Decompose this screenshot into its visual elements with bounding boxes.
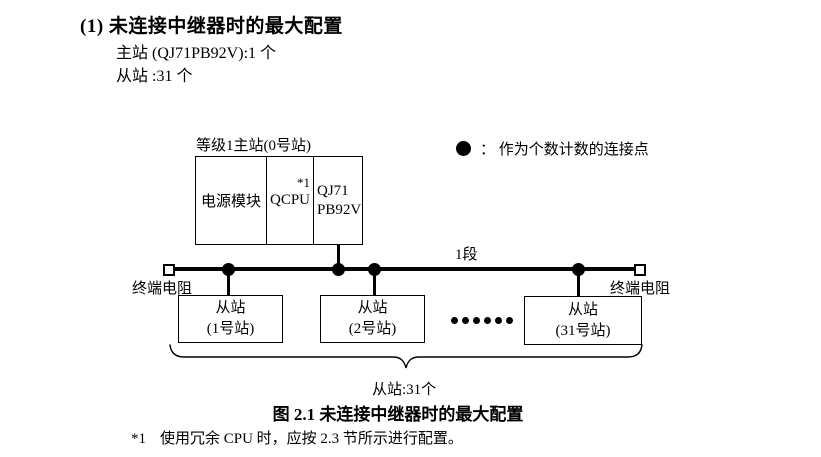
legend: ： 作为个数计数的连接点 [456, 138, 649, 159]
slave-station-number: (31号站) [555, 322, 611, 339]
drop-line-slave1 [227, 270, 230, 295]
terminating-resistor-label-left: 终端电阻 [132, 281, 193, 297]
terminating-resistor-label-right: 终端电阻 [610, 281, 671, 297]
footnote-marker: *1 [131, 431, 146, 447]
cpu-cell: *1 QCPU [267, 157, 314, 244]
connection-dot [572, 263, 585, 276]
footnote-text: 使用冗余 CPU 时，应按 2.3 节所示进行配置。 [160, 431, 463, 447]
brace-label: 从站:31个 [372, 382, 437, 398]
segment-label: 1段 [455, 247, 478, 263]
ellipsis-dots [451, 317, 513, 324]
section-heading: (1) 未连接中继器时的最大配置 [80, 16, 343, 37]
figure-caption: 图 2.1 未连接中继器时的最大配置 [272, 405, 524, 424]
slave-label: 从站 [215, 300, 246, 316]
slave-label: 从站 [357, 300, 388, 316]
legend-text: ： 作为个数计数的连接点 [480, 142, 649, 158]
power-module-cell: 电源模块 [196, 157, 267, 244]
master-station-box: 电源模块 *1 QCPU QJ71 PB92V [195, 156, 363, 245]
drop-line-slave31 [577, 270, 580, 297]
slave-count-line: 从站 :31 个 [116, 68, 193, 85]
footnote: *1 使用冗余 CPU 时，应按 2.3 节所示进行配置。 [131, 427, 463, 448]
module-name-line1: QJ71 [317, 182, 349, 199]
master-count-line: 主站 (QJ71PB92V):1 个 [116, 45, 277, 62]
cpu-label: QCPU [269, 192, 310, 208]
slave-label: 从站 [567, 301, 598, 318]
terminating-resistor-icon-left [163, 264, 175, 276]
slave-station-number: (1号站) [206, 321, 255, 337]
connection-dot [222, 263, 235, 276]
connection-dot [368, 263, 381, 276]
slave-station-box-31: 从站 (31号站) [524, 296, 642, 345]
footnote-reference: *1 [297, 175, 310, 190]
connection-dot [332, 263, 345, 276]
master-station-label: 等级1主站(0号站) [196, 138, 311, 154]
slave-station-box-1: 从站 (1号站) [178, 295, 283, 343]
drop-line-slave2 [373, 270, 376, 295]
terminating-resistor-icon-right [634, 264, 646, 276]
profibus-module-cell: QJ71 PB92V [314, 157, 361, 244]
drop-line-master [337, 244, 340, 268]
bus-line [169, 267, 640, 271]
brace [169, 344, 643, 369]
module-name-line2: PB92V [317, 201, 362, 218]
slave-station-box-2: 从站 (2号站) [320, 295, 425, 343]
slave-station-number: (2号站) [348, 321, 397, 337]
connection-point-icon [456, 141, 471, 156]
